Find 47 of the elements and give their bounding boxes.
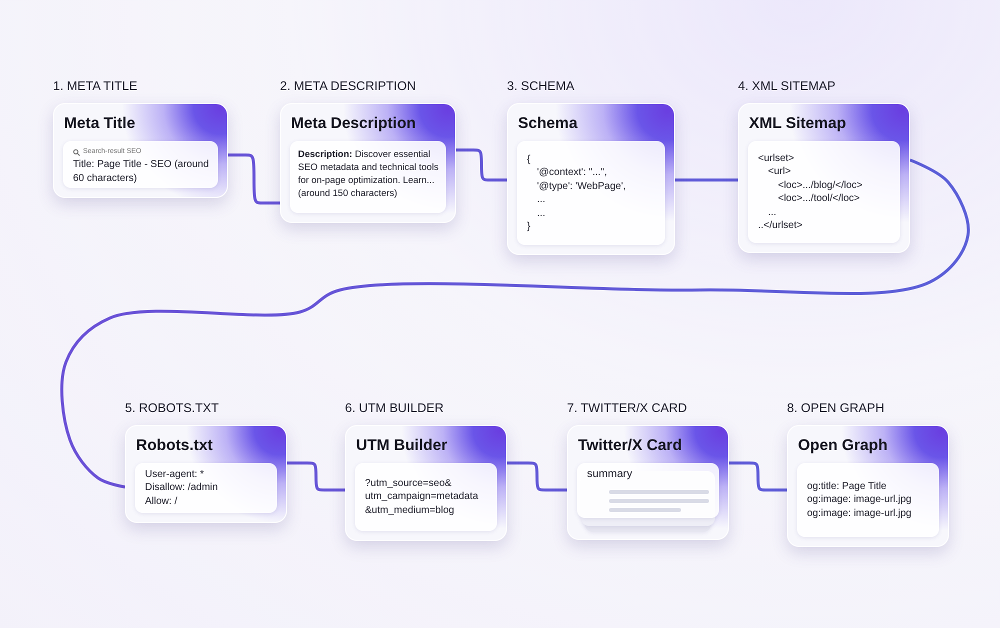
- code-line: ?utm_source=seo&: [365, 476, 452, 490]
- code-line: og:image: image-url.jpg: [807, 506, 912, 520]
- step-label: 8. OPEN GRAPH: [787, 401, 884, 415]
- code-line: }: [527, 220, 532, 234]
- card-title: Schema: [518, 115, 578, 133]
- card-title: Meta Title: [64, 115, 136, 133]
- code-line: Disallow: /admin: [145, 481, 219, 495]
- code-line: '@context': "...",: [536, 166, 608, 180]
- step-label: 2. META DESCRIPTION: [280, 79, 416, 93]
- step-label: 1. META TITLE: [53, 79, 138, 93]
- code-line: ...: [536, 206, 546, 220]
- code-line: {: [527, 152, 532, 166]
- code-line: og:title: Page Title: [807, 480, 888, 494]
- code-line: ..</urlset>: [758, 219, 804, 232]
- step-label: 6. UTM BUILDER: [345, 401, 444, 415]
- connector-line: [60, 158, 970, 488]
- card-title: Meta Description: [291, 115, 416, 133]
- description-text: Description: Discover essential SEO metadata and technical tools for on-page optimization. Learn... (around 150 characters): [298, 148, 440, 200]
- connector-line: [729, 462, 787, 492]
- title-text: Title: Page Title - SEO (around 60 characters): [73, 158, 210, 185]
- code-line: <url>: [767, 165, 792, 178]
- connector-line: [228, 154, 280, 204]
- code-line: <loc>.../blog/</loc>: [777, 178, 864, 192]
- code-line: &utm_medium=blog: [365, 504, 456, 518]
- code-line: ...: [767, 206, 778, 219]
- card-title: Open Graph: [798, 437, 888, 455]
- code-line: Allow: /: [145, 494, 178, 508]
- step-label: 4. XML SITEMAP: [738, 79, 836, 93]
- connector-line: [675, 178, 738, 182]
- code-line: og:image: image-url.jpg: [807, 493, 912, 507]
- card-title: XML Sitemap: [749, 115, 846, 133]
- step-label: 7. TWITTER/X CARD: [567, 401, 687, 415]
- code-line: <loc>.../tool/</loc>: [777, 192, 861, 206]
- code-line: <urlset>: [758, 152, 796, 165]
- card-title: Robots.txt: [136, 437, 213, 455]
- code-line: utm_campaign=metadata: [365, 490, 480, 504]
- card-type-text: summary: [587, 468, 634, 482]
- card-title: UTM Builder: [356, 437, 448, 455]
- connector-line: [287, 462, 345, 492]
- card-title: Twitter/X Card: [578, 437, 682, 455]
- code-line: ...: [536, 193, 546, 206]
- connector-line: [456, 148, 507, 182]
- connector-line: [507, 462, 567, 492]
- step-label: 5. ROBOTS.TXT: [125, 401, 219, 415]
- step-label: 3. SCHEMA: [507, 79, 574, 93]
- code-line: User-agent: *: [145, 468, 205, 482]
- code-line: '@type': 'WebPage',: [536, 180, 627, 193]
